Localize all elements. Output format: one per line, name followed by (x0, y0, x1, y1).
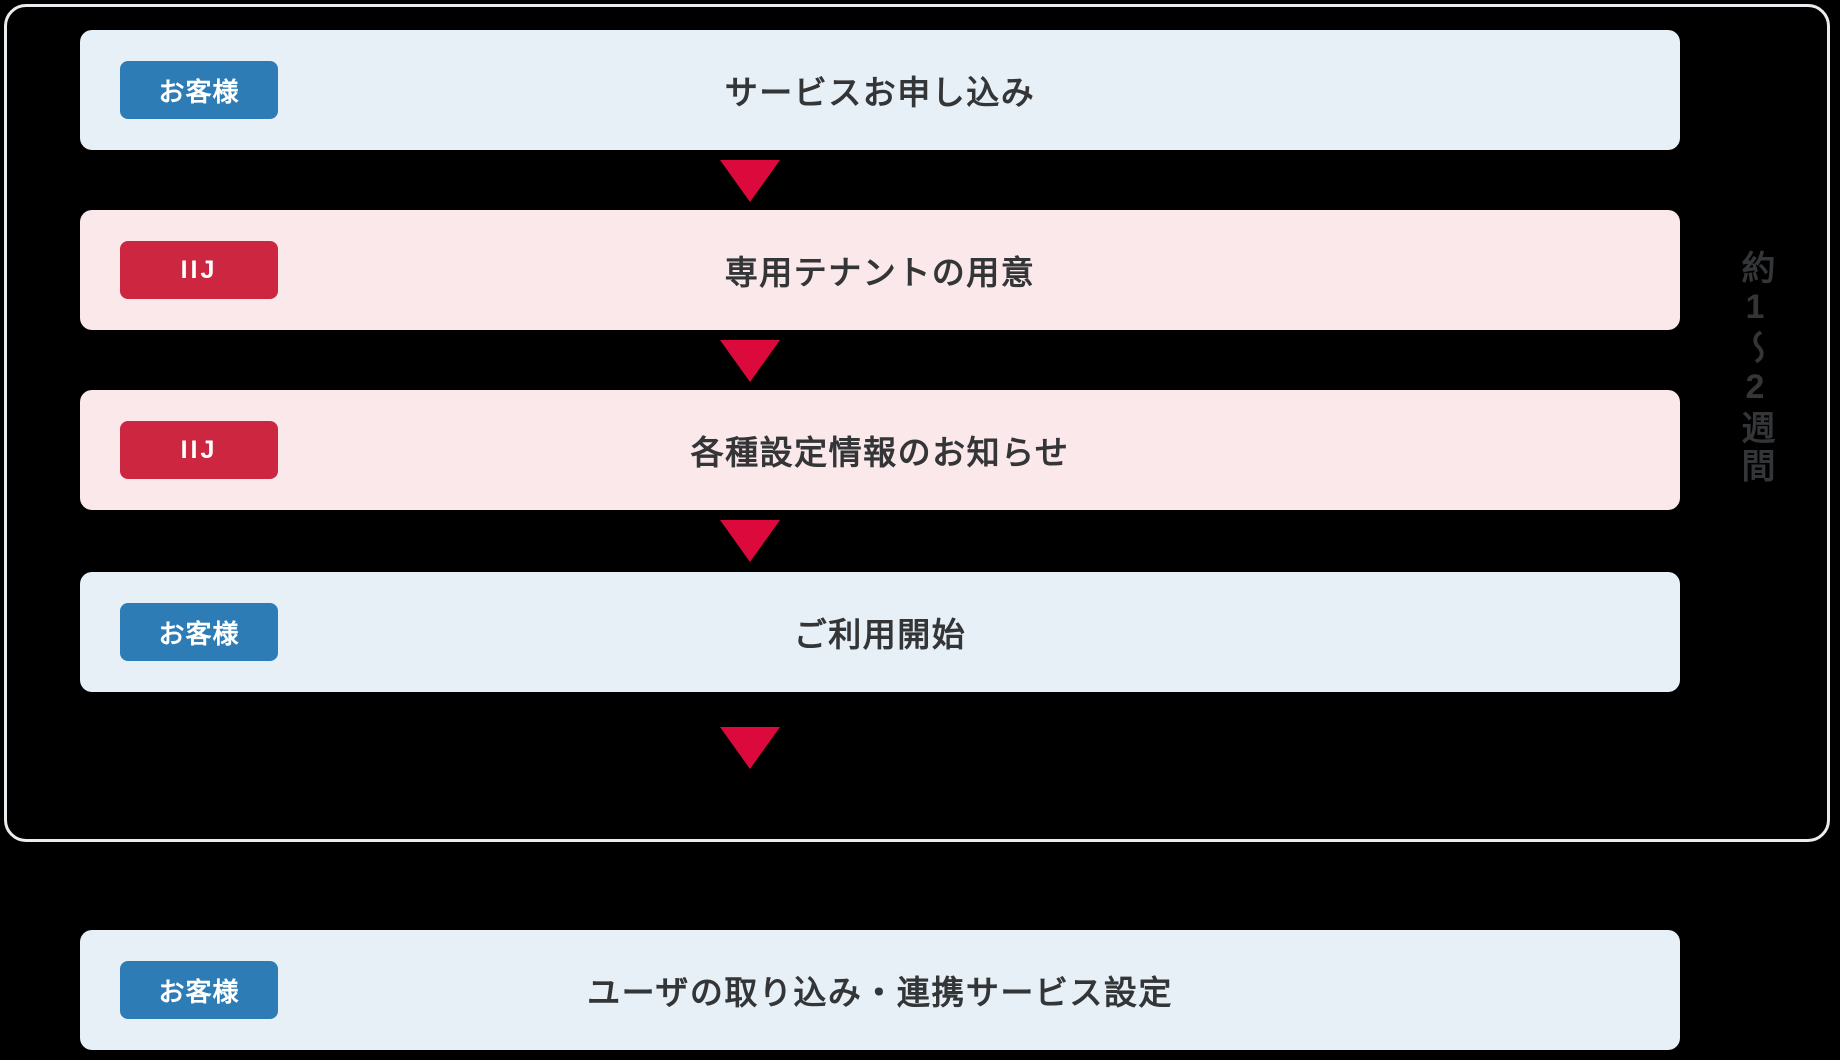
flow-step-3[interactable]: IIJ 各種設定情報のお知らせ (80, 390, 1680, 510)
flow-step-1-title: サービスお申し込み (724, 74, 1036, 111)
arrow-down-icon-3 (720, 520, 780, 562)
flow-step-1[interactable]: お客様 サービスお申し込み (80, 30, 1680, 150)
actor-badge-customer: お客様 (120, 961, 278, 1019)
arrow-down-icon-2 (720, 340, 780, 382)
flow-step-5-title: ユーザの取り込み・連携サービス設定 (587, 974, 1173, 1011)
flow-step-2-title: 専用テナントの用意 (724, 254, 1036, 291)
actor-badge-iij: IIJ (120, 241, 278, 299)
flow-step-2[interactable]: IIJ 専用テナントの用意 (80, 210, 1680, 330)
arrow-down-icon-1 (720, 160, 780, 202)
flow-step-4-title: ご利用開始 (793, 616, 967, 653)
actor-badge-customer: お客様 (120, 603, 278, 661)
flow-step-4[interactable]: お客様 ご利用開始 (80, 572, 1680, 692)
actor-badge-iij: IIJ (120, 421, 278, 479)
arrow-down-icon-4 (720, 727, 780, 769)
flow-step-3-title: 各種設定情報のお知らせ (690, 434, 1070, 471)
flow-step-5[interactable]: お客様 ユーザの取り込み・連携サービス設定 (80, 930, 1680, 1050)
actor-badge-customer: お客様 (120, 61, 278, 119)
duration-annotation: 約1〜2週間 (1736, 250, 1774, 486)
